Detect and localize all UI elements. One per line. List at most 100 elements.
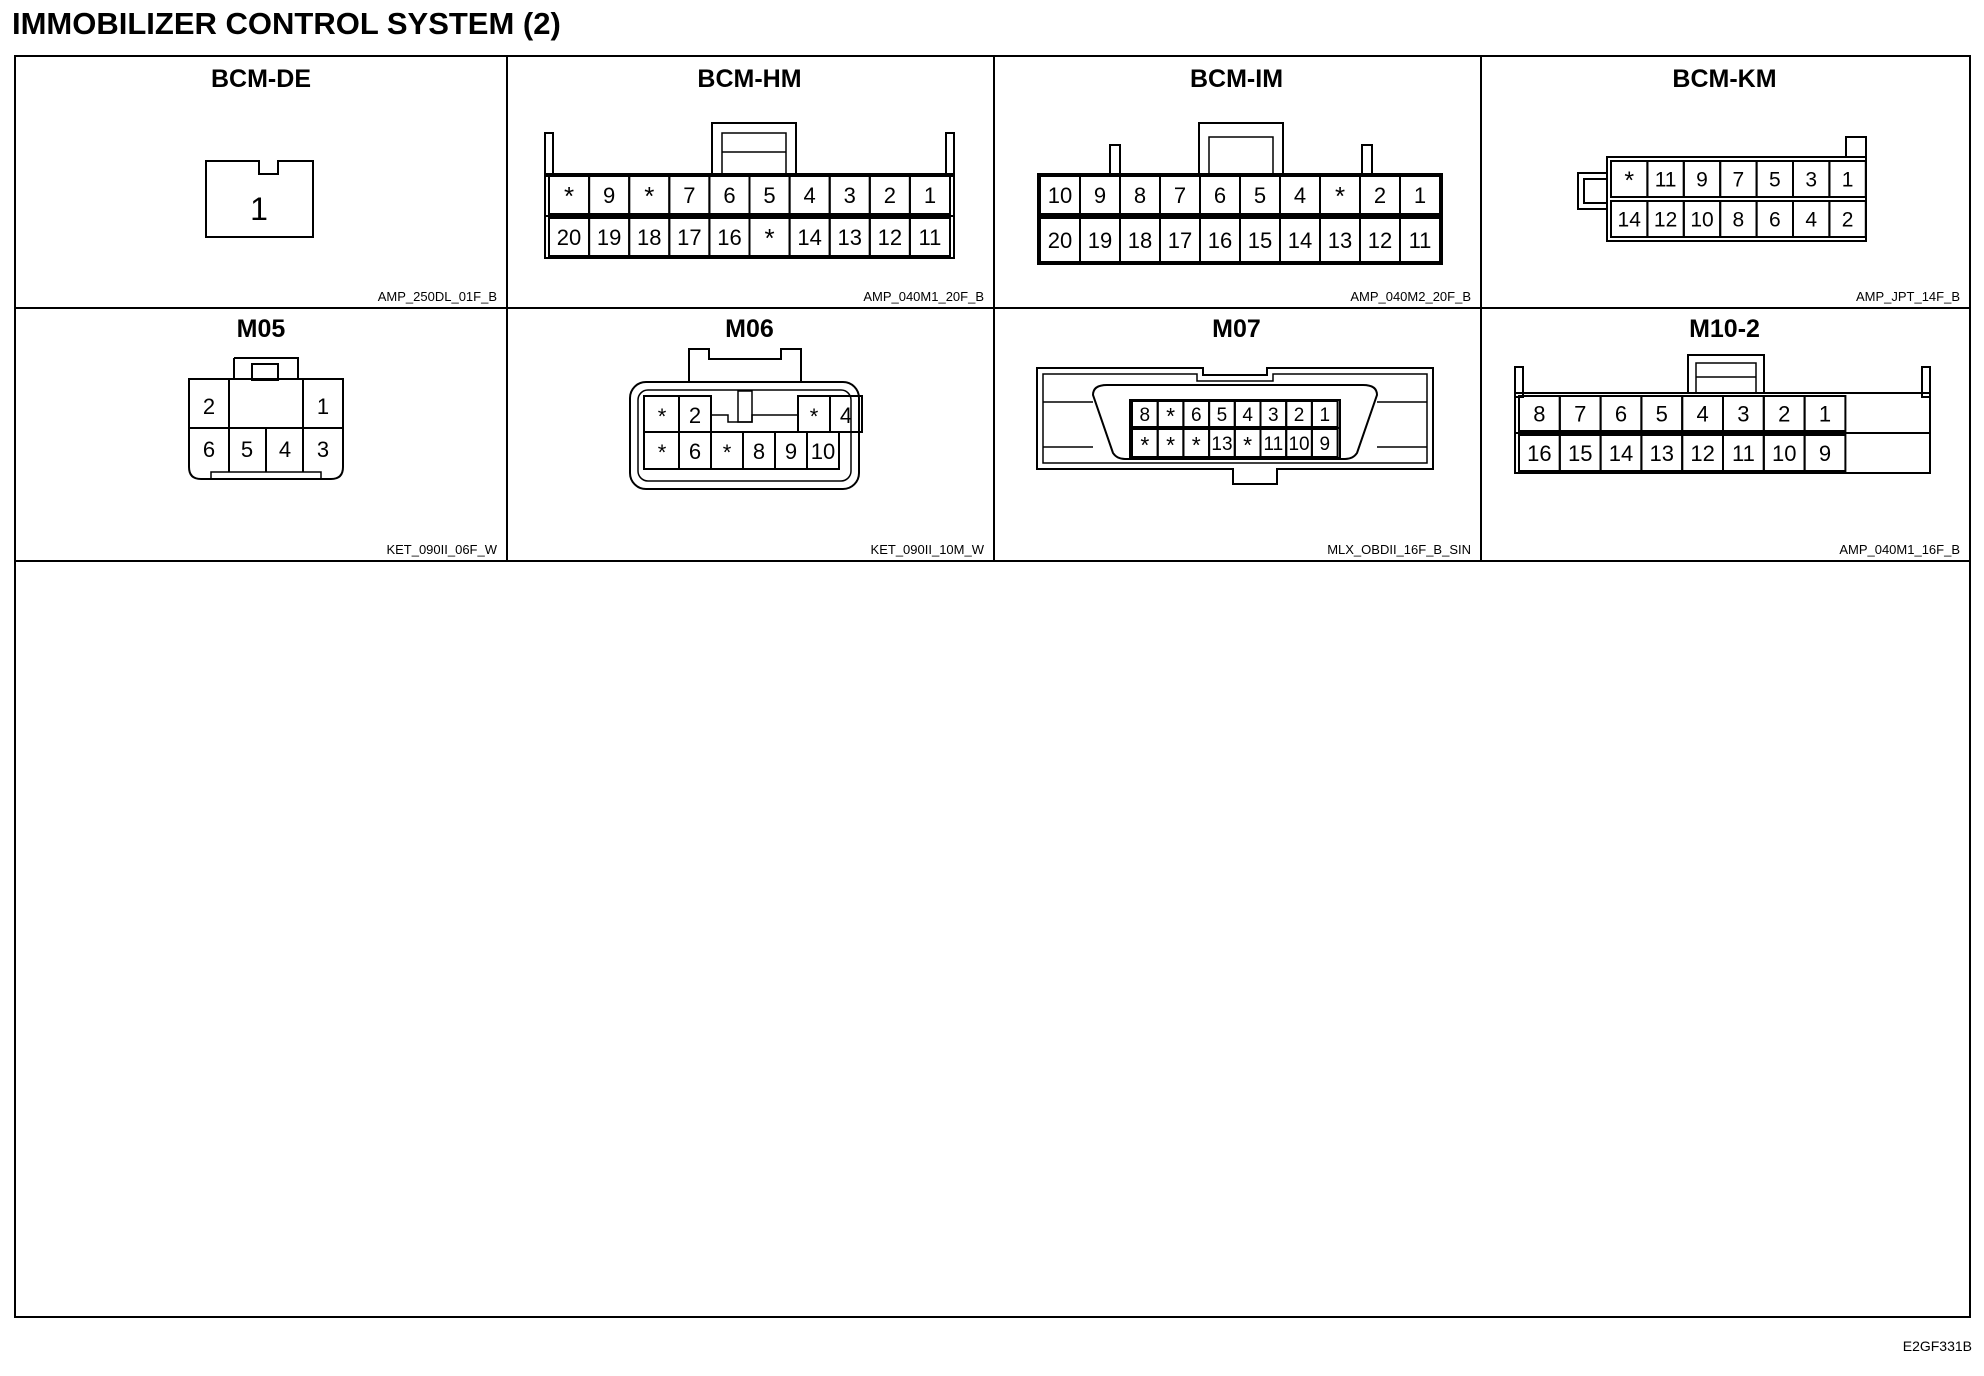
pin-label: 9 bbox=[1094, 183, 1106, 208]
pin-label: 6 bbox=[1214, 183, 1226, 208]
pin-label: 9 bbox=[1696, 169, 1708, 192]
pin-cell bbox=[1310, 400, 1339, 428]
pin-label: 10 bbox=[1288, 434, 1309, 455]
pin-label: 4 bbox=[840, 403, 852, 428]
connector-code: AMP_040M1_16F_B bbox=[1839, 542, 1960, 557]
connector-panel: M06 * 2 * 4 * 6 bbox=[506, 307, 993, 560]
pin-label: 12 bbox=[878, 225, 902, 250]
pin-label: 8 bbox=[1140, 405, 1151, 426]
pin-label: 3 bbox=[317, 437, 329, 462]
pin-label: 17 bbox=[1168, 228, 1192, 253]
pin-label: 5 bbox=[1254, 183, 1266, 208]
pin-label: 3 bbox=[1737, 401, 1749, 426]
pin-label: 11 bbox=[1409, 228, 1432, 253]
pin-label: 12 bbox=[1368, 228, 1392, 253]
pin-label: 8 bbox=[1134, 183, 1146, 208]
pin-label: 1 bbox=[924, 183, 936, 208]
pin-cell bbox=[1310, 428, 1339, 458]
connector-drawing-m05: 2 1 6 5 4 3 bbox=[188, 357, 344, 480]
pin-label: 10 bbox=[1048, 183, 1072, 208]
pin-label: * bbox=[1166, 432, 1175, 458]
pin-label: 7 bbox=[1733, 169, 1745, 192]
pin-label: 14 bbox=[1618, 209, 1642, 232]
pin-label: 9 bbox=[785, 439, 797, 464]
pin-label: * bbox=[1140, 432, 1149, 458]
pin-cell bbox=[1828, 160, 1867, 198]
pin-label: * bbox=[1243, 432, 1252, 458]
figure-id: E2GF331B bbox=[1902, 1338, 1972, 1354]
connector-name: BCM-HM bbox=[697, 65, 802, 93]
pin-label: 18 bbox=[637, 225, 661, 250]
pin-label: 13 bbox=[1211, 434, 1232, 455]
pin-label: 6 bbox=[1769, 209, 1781, 232]
page-title: IMMOBILIZER CONTROL SYSTEM (2) bbox=[12, 6, 561, 41]
pin-label: 20 bbox=[557, 225, 581, 250]
connector-code: AMP_040M2_20F_B bbox=[1350, 289, 1471, 304]
pin-label: 3 bbox=[844, 183, 856, 208]
connector-drawing-m06: * 2 * 4 * 6 * 8 9 10 bbox=[629, 348, 863, 490]
pin-label: * bbox=[658, 440, 667, 465]
pin-label: 12 bbox=[1654, 209, 1677, 232]
pin-label: 2 bbox=[203, 394, 215, 419]
pin-cell bbox=[1399, 217, 1441, 263]
connector-panel: BCM-DE 1 AMP_250DL_01F_B bbox=[16, 57, 506, 307]
pin-label: 13 bbox=[1650, 441, 1674, 466]
pin-label: 13 bbox=[838, 225, 862, 250]
pin-label: * bbox=[644, 181, 654, 211]
connector-name: BCM-DE bbox=[211, 65, 311, 93]
pin-label: 1 bbox=[1842, 169, 1854, 192]
pin-cell bbox=[1828, 200, 1867, 238]
connector-name: M07 bbox=[1212, 315, 1261, 343]
pin-label: 5 bbox=[1656, 401, 1668, 426]
pin-cell bbox=[1803, 395, 1847, 432]
pin-label: 14 bbox=[797, 225, 821, 250]
pin-label: 3 bbox=[1268, 405, 1279, 426]
pin-label: 6 bbox=[1615, 401, 1627, 426]
pin-label: 8 bbox=[1533, 401, 1545, 426]
pin-label: 19 bbox=[1088, 228, 1112, 253]
grid-divider bbox=[16, 560, 1969, 562]
pin-label: 15 bbox=[1568, 441, 1592, 466]
connector-name: BCM-IM bbox=[1189, 65, 1284, 93]
connector-name: M10-2 bbox=[1689, 315, 1760, 343]
pin-label: 17 bbox=[677, 225, 701, 250]
grid-divider bbox=[506, 57, 508, 562]
pin-cell bbox=[908, 217, 951, 257]
pin-label: 10 bbox=[1690, 209, 1713, 232]
pin-label: * bbox=[658, 404, 667, 429]
pin-label: 2 bbox=[884, 183, 896, 208]
pin-cell bbox=[908, 175, 951, 215]
pin-label: 2 bbox=[689, 403, 701, 428]
pin-label: 4 bbox=[1696, 401, 1708, 426]
connector-code: KET_090II_10M_W bbox=[870, 542, 984, 557]
pin-label: 7 bbox=[683, 183, 695, 208]
pin-label: 5 bbox=[241, 437, 253, 462]
connector-drawing-bcm-de: 1 bbox=[205, 160, 314, 238]
pin-label: 6 bbox=[203, 437, 215, 462]
pin-label: 2 bbox=[1778, 401, 1790, 426]
pin-label: 20 bbox=[1048, 228, 1072, 253]
pin-cell bbox=[1803, 434, 1847, 472]
connector-code: MLX_OBDII_16F_B_SIN bbox=[1327, 542, 1471, 557]
pin-label: 3 bbox=[1805, 169, 1817, 192]
pin-label: 11 bbox=[1655, 169, 1677, 192]
pin-label: 19 bbox=[597, 225, 621, 250]
grid-divider bbox=[16, 307, 1969, 309]
pin-label: 9 bbox=[1819, 441, 1831, 466]
pin-label: * bbox=[1335, 181, 1345, 211]
pin-label: 8 bbox=[1733, 209, 1745, 232]
pin-label: 2 bbox=[1374, 183, 1386, 208]
pin-label: 12 bbox=[1690, 441, 1714, 466]
connector-name: M05 bbox=[236, 315, 286, 343]
pin-label: 1 bbox=[250, 191, 268, 227]
pin-label: 4 bbox=[804, 183, 816, 208]
